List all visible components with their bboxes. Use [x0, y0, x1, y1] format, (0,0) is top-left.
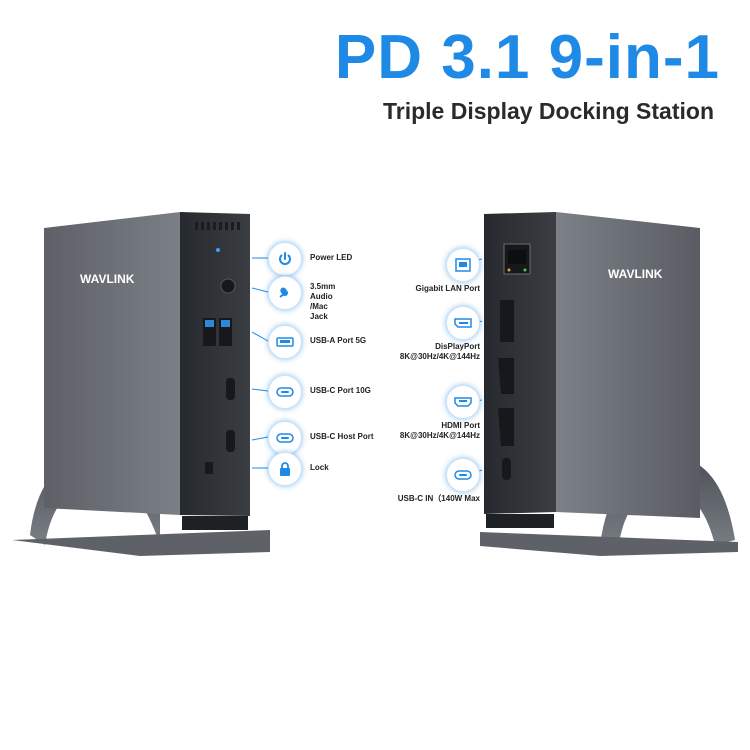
right-dock-side [556, 212, 700, 518]
power-led [216, 248, 220, 252]
callout-lan: Gigabit LAN Port [390, 248, 480, 293]
page-subtitle: Triple Display Docking Station [382, 98, 714, 124]
usb-c-icon [268, 375, 302, 409]
usb-c-in-port [502, 458, 511, 480]
callout-hdmi: HDMI Port 8K@30Hz/4K@144Hz [380, 385, 480, 440]
displayport-port [500, 300, 514, 342]
hdmi-port [498, 408, 514, 446]
left-logo: WAVLINK [80, 272, 135, 286]
right-logo: WAVLINK [608, 267, 663, 281]
callout-displayport: DisPlayPort 8K@30Hz/4K@144Hz [380, 306, 480, 361]
left-dock-unit: WAVLINK [12, 212, 270, 556]
usb-c-icon [268, 421, 302, 455]
usb-c-host-port [226, 430, 235, 452]
callout-label: Gigabit LAN Port [415, 284, 480, 293]
usb-c-icon [446, 458, 480, 492]
power-icon [268, 242, 302, 276]
usb-c-port [226, 378, 235, 400]
usb-a-port [221, 320, 230, 327]
lock-slot [205, 462, 213, 474]
microphone-icon [268, 276, 302, 310]
hdmi-icon [446, 385, 480, 419]
usb-a-icon [268, 325, 302, 359]
displayport-icon [446, 306, 480, 340]
callout-label: 3.5mm Audio /Mac Jack [310, 282, 336, 321]
callout-label: USB-C Host Port [310, 432, 374, 441]
page-title: PD 3.1 9-in-1 [334, 23, 720, 92]
lock-icon [268, 452, 302, 486]
callout-label: USB-A Port 5G [310, 336, 367, 345]
hdmi-port [498, 358, 514, 394]
left-stand-base [12, 530, 270, 556]
left-dock-front [180, 212, 250, 516]
callout-label: HDMI Port 8K@30Hz/4K@144Hz [399, 421, 480, 440]
callout-label: DisPlayPort 8K@30Hz/4K@144Hz [399, 342, 480, 361]
usb-a-port [205, 320, 214, 327]
left-dock-side [44, 212, 180, 515]
right-stand-base [480, 532, 738, 556]
callout-usb-c-in: USB-C IN（140W Max [380, 458, 480, 503]
audio-jack [220, 278, 236, 294]
callout-label: Lock [310, 463, 329, 472]
right-dock-unit: WAVLINK [469, 212, 738, 556]
callout-label: USB-C IN（140W Max [397, 494, 480, 503]
callout-label: Power LED [310, 253, 353, 262]
ethernet-icon [446, 248, 480, 282]
callout-label: USB-C Port 10G [310, 386, 371, 395]
